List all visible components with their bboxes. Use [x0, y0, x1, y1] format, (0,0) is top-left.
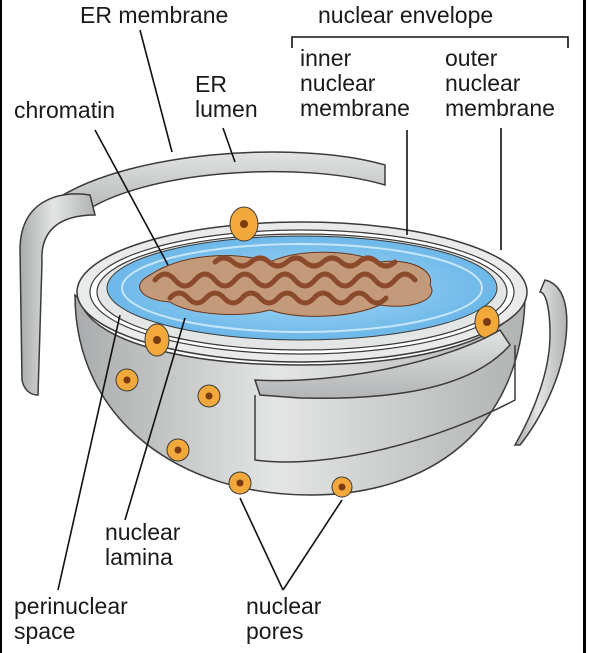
nuclear-pore-right-rim [474, 305, 500, 339]
label-nuclear-pores: nuclear pores [246, 594, 321, 644]
label-pores-line-1: nuclear [246, 593, 322, 619]
leader-er-lumen [222, 127, 236, 163]
er-sheet-left [19, 193, 96, 396]
bracket-nuclear-envelope [291, 36, 569, 48]
label-perinuclear-line-1: perinuclear [14, 593, 128, 619]
label-pores-line-2: pores [246, 618, 304, 644]
nucleoplasm-highlight [121, 243, 483, 333]
leader-perinuclear-space [57, 314, 121, 591]
label-perinuclear-space: perinuclear space [14, 594, 128, 644]
label-nuclear-lamina: nuclear lamina [105, 520, 180, 570]
nuclear-pore-wall-3 [166, 438, 190, 462]
label-er-lumen-line-1: ER [195, 71, 227, 97]
label-er-lumen-line-2: lumen [195, 96, 258, 122]
nuclear-pore-wall-5 [331, 476, 353, 498]
leader-pore-b [282, 499, 343, 591]
er-sheet-front-edge [254, 345, 516, 463]
nuclear-pore-wall-1 [115, 368, 139, 392]
label-perinuclear-line-2: space [14, 618, 76, 644]
label-lamina-line-2: lamina [105, 544, 173, 570]
figure-border-left [0, 0, 2, 653]
label-nuclear-envelope: nuclear envelope [318, 2, 494, 28]
nuclear-pore-wall-4 [228, 471, 252, 495]
label-er-membrane: ER membrane [80, 2, 229, 28]
leader-er-membrane [139, 29, 173, 153]
nuclear-pore-left-rim [144, 323, 170, 357]
label-er-lumen: ER lumen [195, 72, 258, 122]
label-outer-line-2: nuclear [445, 70, 521, 96]
leader-pore-a [239, 497, 284, 591]
label-inner-line-1: inner [300, 45, 352, 71]
label-outer-line-1: outer [445, 45, 498, 71]
leader-nuclear-lamina [124, 317, 186, 521]
label-outer-line-3: membrane [445, 95, 555, 121]
label-inner-nuclear-membrane: inner nuclear membrane [300, 46, 410, 121]
label-inner-line-3: membrane [300, 95, 410, 121]
leader-chromatin [94, 129, 169, 266]
label-inner-line-2: nuclear [300, 70, 376, 96]
er-sheet-back [46, 151, 386, 216]
label-lamina-line-1: nuclear [105, 519, 181, 545]
chromatin-mass [139, 251, 433, 317]
er-sheet-front [253, 328, 511, 399]
er-sheet-right [513, 279, 568, 446]
label-outer-nuclear-membrane: outer nuclear membrane [445, 46, 555, 121]
label-chromatin: chromatin [14, 97, 115, 123]
leader-lines [57, 29, 569, 591]
nuclear-pore-top [229, 206, 259, 242]
figure-border-right [583, 0, 586, 653]
nuclear-pore-wall-2 [197, 384, 221, 408]
